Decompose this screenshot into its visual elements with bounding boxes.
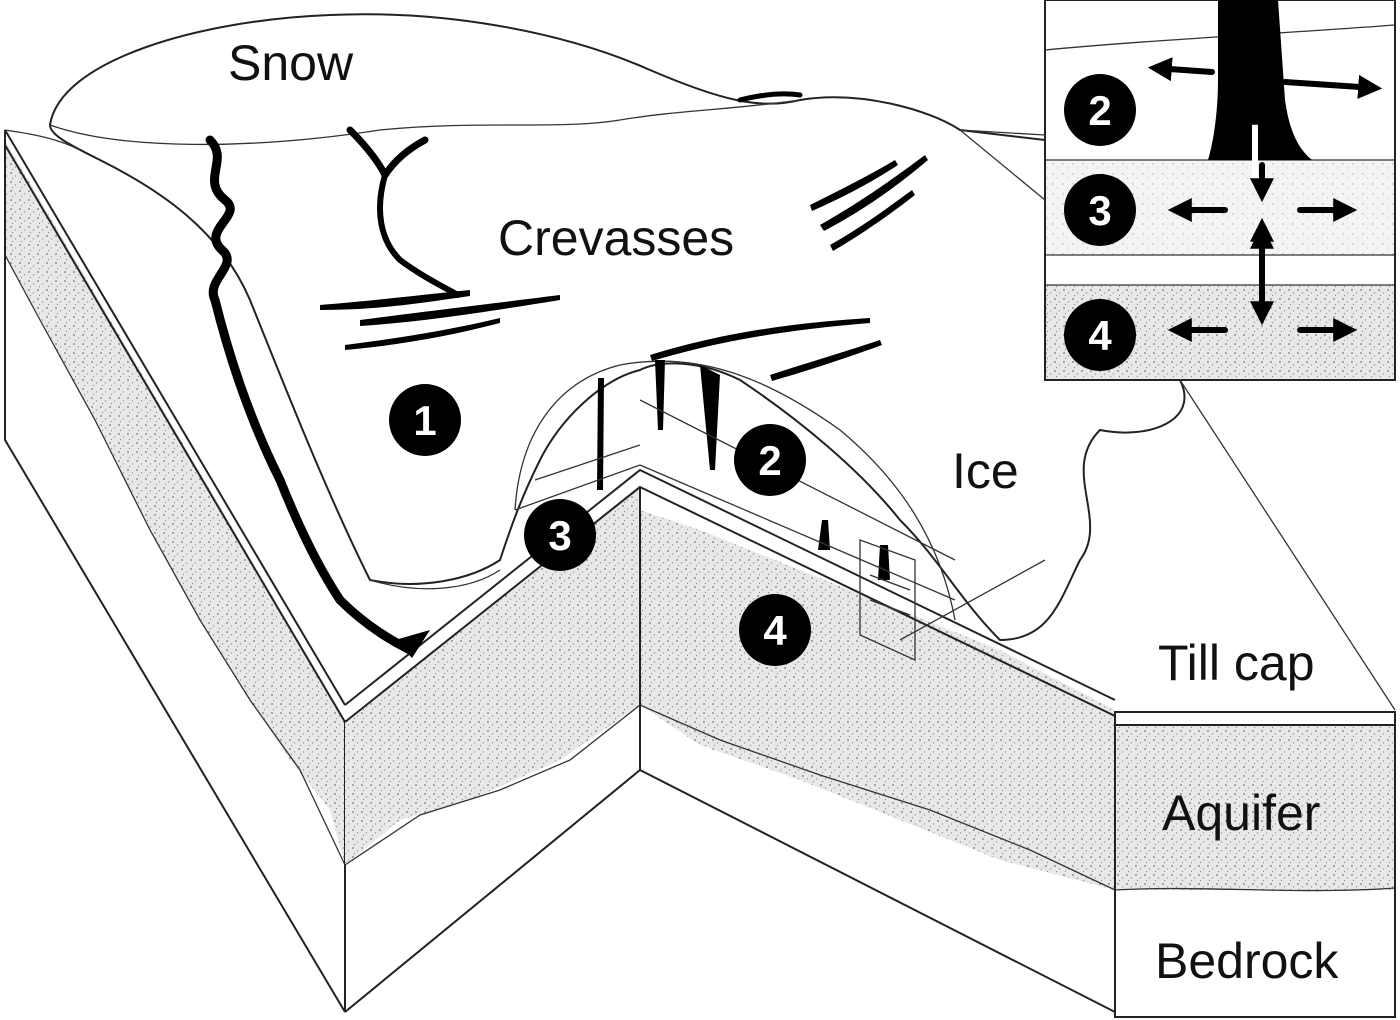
inset-marker-3: 3 [1064, 174, 1136, 246]
marker-3: 3 [524, 499, 596, 571]
inset-marker-2: 2 [1064, 74, 1136, 146]
label-snow: Snow [228, 35, 354, 91]
svg-text:2: 2 [758, 437, 781, 484]
marker-4: 4 [739, 594, 811, 666]
glacier-surface [4, 13, 1396, 711]
marker-2: 2 [734, 424, 806, 496]
label-crevasses: Crevasses [498, 210, 734, 266]
label-till-cap: Till cap [1158, 635, 1315, 691]
svg-text:3: 3 [1088, 187, 1111, 234]
svg-text:4: 4 [1088, 312, 1112, 359]
strat-column [1114, 711, 1396, 1018]
svg-text:4: 4 [763, 607, 787, 654]
svg-text:2: 2 [1088, 87, 1111, 134]
svg-text:3: 3 [548, 512, 571, 559]
right-block-face [344, 468, 1116, 1013]
marker-1: 1 [389, 384, 461, 456]
inset-reference-box [859, 539, 916, 662]
label-ice: Ice [952, 443, 1019, 499]
inset-marker-4: 4 [1064, 299, 1136, 371]
label-aquifer: Aquifer [1162, 785, 1320, 841]
svg-text:1: 1 [413, 397, 436, 444]
label-bedrock: Bedrock [1155, 933, 1339, 989]
meltwater-channels [205, 91, 803, 658]
